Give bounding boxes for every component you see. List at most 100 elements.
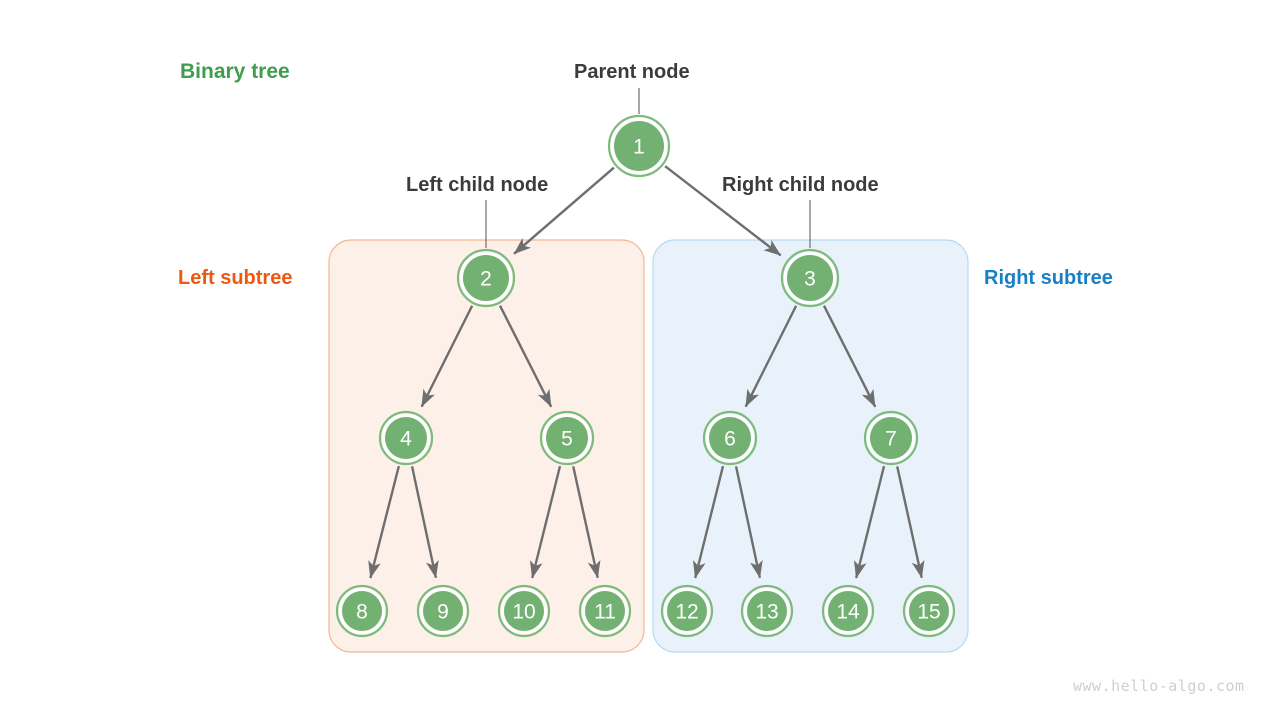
node-outer-ring [578,584,632,638]
node-value-label: 12 [675,601,698,624]
tree-node-11[interactable]: 11 [578,584,632,638]
tree-node-13[interactable]: 13 [740,584,794,638]
node-value-label: 9 [437,601,449,624]
tree-edge-n4-to-n8 [368,465,401,579]
node-outer-ring [416,584,470,638]
node-outer-ring [497,584,551,638]
tree-edge-n1-to-n3 [664,165,782,257]
node-outer-ring [821,584,875,638]
tree-edge-n4-to-n9 [410,466,439,579]
node-inner-ring [610,117,668,175]
tree-node-8[interactable]: 8 [335,584,389,638]
node-value-label: 15 [917,601,940,624]
node-inner-ring [824,587,872,635]
node-value-label: 13 [755,601,778,624]
node-inner-ring [743,587,791,635]
node-outer-ring [902,584,956,638]
node-inner-ring [783,251,837,305]
node-value-label: 11 [594,601,616,624]
node-disc [787,255,833,301]
node-value-label: 6 [724,428,736,451]
annotation-right-child-node: Right child node [722,174,879,196]
node-value-label: 1 [633,136,645,159]
tree-edge-n3-to-n6 [744,305,798,408]
tree-node-1[interactable]: 1 [607,114,671,178]
node-value-label: 3 [804,268,816,291]
node-outer-ring [539,410,595,466]
node-inner-ring [381,413,431,463]
node-disc [667,591,707,631]
tree-edge-n3-to-n7 [822,305,877,408]
annotation-parent-node: Parent node [574,61,690,83]
node-disc [614,121,664,171]
annotation-leader-lines [485,88,811,248]
annotation-left-child-node: Left child node [406,174,549,196]
tree-edge-n5-to-n10 [529,465,562,579]
tree-edges-layer [368,165,925,579]
tree-node-9[interactable]: 9 [416,584,470,638]
node-disc [828,591,868,631]
tree-edge-n6-to-n12 [692,465,725,579]
annotation-right-subtree: Right subtree [984,267,1113,289]
diagram-title: Binary tree [180,60,290,83]
node-outer-ring [702,410,758,466]
node-outer-ring [660,584,714,638]
node-outer-ring [607,114,671,178]
node-disc [385,417,427,459]
tree-node-6[interactable]: 6 [702,410,758,466]
tree-node-4[interactable]: 4 [378,410,434,466]
tree-edge-n5-to-n11 [572,466,601,579]
tree-node-14[interactable]: 14 [821,584,875,638]
node-value-label: 8 [356,601,368,624]
tree-edge-n2-to-n5 [498,305,553,408]
node-value-label: 7 [885,428,897,451]
node-inner-ring [419,587,467,635]
tree-node-5[interactable]: 5 [539,410,595,466]
node-inner-ring [542,413,592,463]
node-disc [585,591,625,631]
node-inner-ring [581,587,629,635]
node-disc [342,591,382,631]
node-inner-ring [663,587,711,635]
node-disc [747,591,787,631]
node-disc [504,591,544,631]
node-disc [909,591,949,631]
node-value-label: 10 [512,601,535,624]
node-value-label: 4 [400,428,412,451]
annotation-left-subtree: Left subtree [178,267,293,289]
tree-edge-n1-to-n2 [513,166,615,255]
node-disc [546,417,588,459]
node-disc [709,417,751,459]
tree-edge-n6-to-n13 [734,466,763,579]
subtree-boxes-layer [328,239,969,653]
node-outer-ring [456,248,516,308]
node-disc [463,255,509,301]
node-disc [870,417,912,459]
tree-node-10[interactable]: 10 [497,584,551,638]
node-outer-ring [740,584,794,638]
node-inner-ring [500,587,548,635]
tree-edge-n7-to-n14 [853,465,886,579]
tree-node-12[interactable]: 12 [660,584,714,638]
node-inner-ring [338,587,386,635]
node-disc [423,591,463,631]
tree-node-2[interactable]: 2 [456,248,516,308]
tree-node-15[interactable]: 15 [902,584,956,638]
node-outer-ring [378,410,434,466]
tree-node-3[interactable]: 3 [780,248,840,308]
site-watermark: www.hello-algo.com [1073,677,1245,695]
tree-node-7[interactable]: 7 [863,410,919,466]
node-value-label: 2 [480,268,492,291]
node-value-label: 5 [561,428,573,451]
node-inner-ring [905,587,953,635]
node-outer-ring [780,248,840,308]
node-inner-ring [705,413,755,463]
node-value-label: 14 [836,601,860,624]
node-inner-ring [459,251,513,305]
node-inner-ring [866,413,916,463]
tree-edge-n2-to-n4 [420,305,474,408]
tree-edge-n7-to-n15 [896,466,925,579]
